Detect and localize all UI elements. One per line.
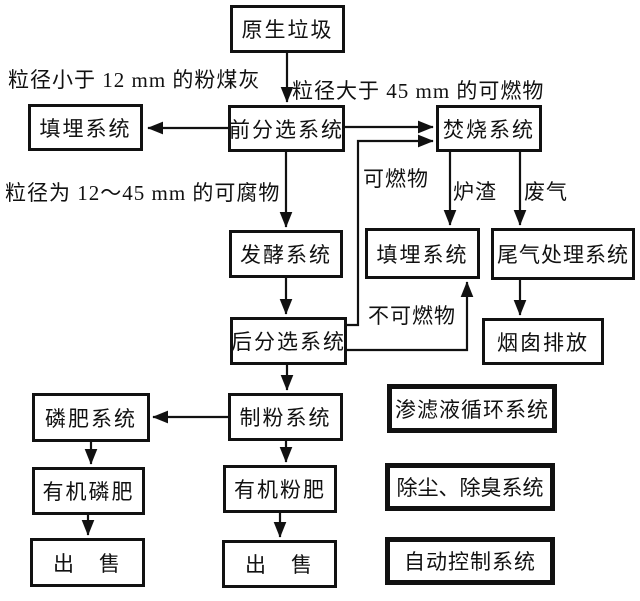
node-incineration: 焚烧系统: [436, 105, 542, 152]
node-organic-powder: 有机粉肥: [223, 465, 337, 513]
edge-label-slag: 炉渣: [453, 180, 497, 204]
node-phosphate-fertilizer: 磷肥系统: [32, 393, 150, 442]
node-sale-mid: 出 售: [222, 540, 337, 588]
edge-label-non-combustible: 不可燃物: [368, 304, 456, 328]
node-pre-sorting: 前分选系统: [228, 105, 345, 152]
node-powder-making: 制粉系统: [228, 393, 343, 441]
node-sale-left: 出 售: [30, 538, 145, 587]
edge-postsorting-landfill-mid-noncombustible: [347, 281, 474, 352]
edge-label-fly-ash: 粒径小于 12 mm 的粉煤灰: [8, 68, 261, 92]
node-auto-control: 自动控制系统: [385, 537, 555, 585]
node-dust-deodorization: 除尘、除臭系统: [385, 463, 555, 511]
node-landfill-left: 填埋系统: [28, 104, 143, 151]
edge-label-combustible: 可燃物: [363, 167, 429, 191]
node-tail-gas-treatment: 尾气处理系统: [491, 228, 635, 280]
node-leachate-circulation: 渗滤液循环系统: [387, 384, 557, 433]
node-raw-waste: 原生垃圾: [230, 5, 345, 53]
edge-postsorting-incineration-combustible: [347, 134, 434, 327]
edge-label-waste-gas: 废气: [524, 180, 568, 204]
node-fermentation: 发酵系统: [229, 230, 343, 278]
node-organic-phosphate: 有机磷肥: [32, 467, 145, 515]
node-chimney-emission: 烟囱排放: [482, 318, 604, 365]
edge-label-perishable: 粒径为 12～45 mm 的可腐物: [5, 181, 281, 205]
node-post-sorting: 后分选系统: [230, 317, 347, 365]
node-landfill-mid: 填埋系统: [365, 228, 480, 279]
edge-label-combustible-45: 粒径大于 45 mm 的可燃物: [292, 79, 545, 103]
